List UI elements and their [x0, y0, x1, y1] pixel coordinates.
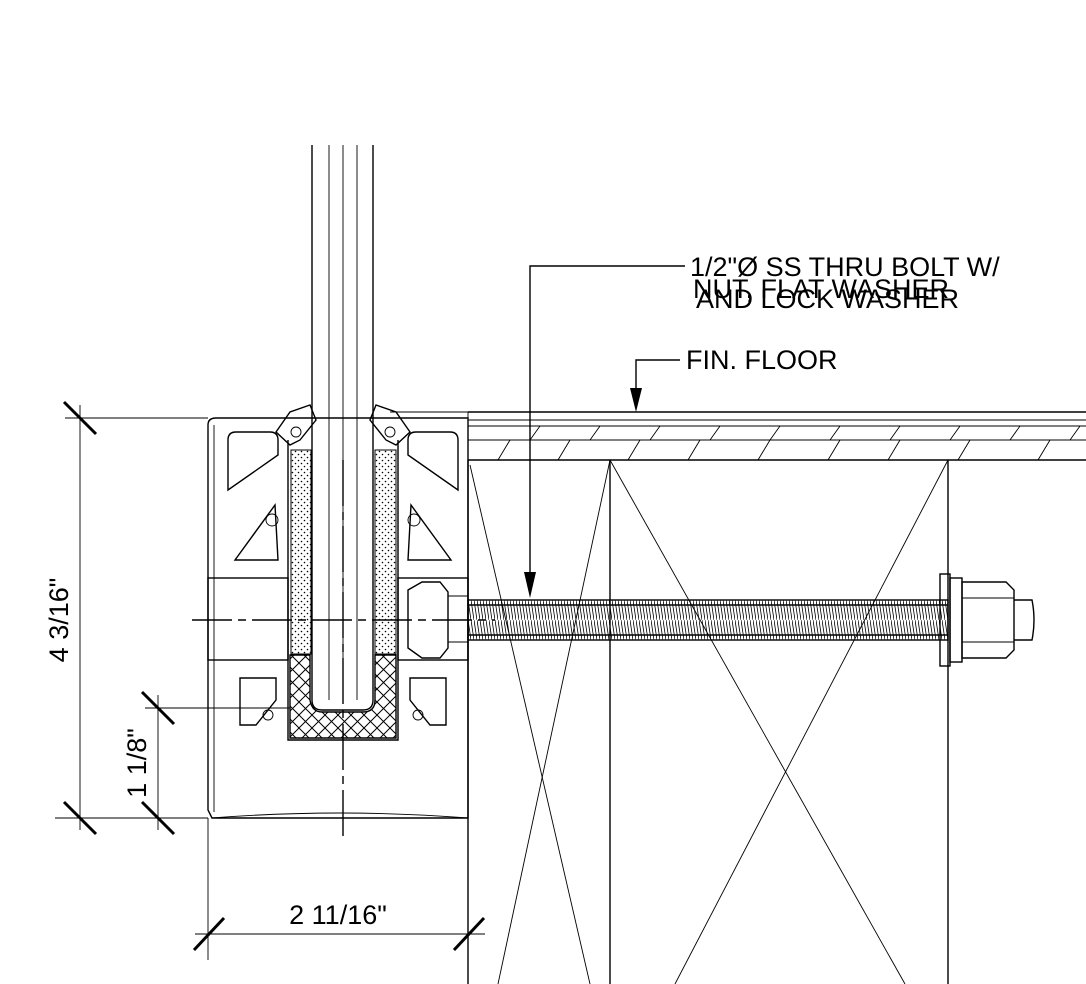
- dimension-height: [55, 400, 208, 836]
- dimension-lower: [140, 690, 290, 836]
- center-lines: [192, 460, 495, 840]
- bolt-leader: [524, 265, 685, 598]
- blocking-members: [467, 459, 949, 984]
- width-dimension-label: 2 11/16": [289, 900, 387, 930]
- dimension-width: [192, 818, 486, 960]
- floor-callout: FIN. FLOOR: [686, 345, 838, 375]
- bolt-sleeve: [207, 577, 469, 661]
- floor-leader: [630, 359, 680, 412]
- base-shoe-body: [207, 411, 469, 819]
- floor-slab: [468, 411, 1086, 461]
- bolt-callout-line-1: 1/2"Ø SS THRU BOLT W/: [690, 252, 1000, 282]
- bolt-callout-line-2: NUT, FLAT WASHER: [693, 274, 949, 304]
- bolt-callout-line-3: AND LOCK WASHER: [696, 284, 959, 314]
- glass-panel: [311, 145, 374, 711]
- lower-dimension-label: 1 1/8": [122, 728, 152, 798]
- height-dimension-label: 4 3/16": [44, 578, 74, 663]
- extrusion-voids: [227, 404, 459, 726]
- thru-bolt: [467, 573, 1035, 667]
